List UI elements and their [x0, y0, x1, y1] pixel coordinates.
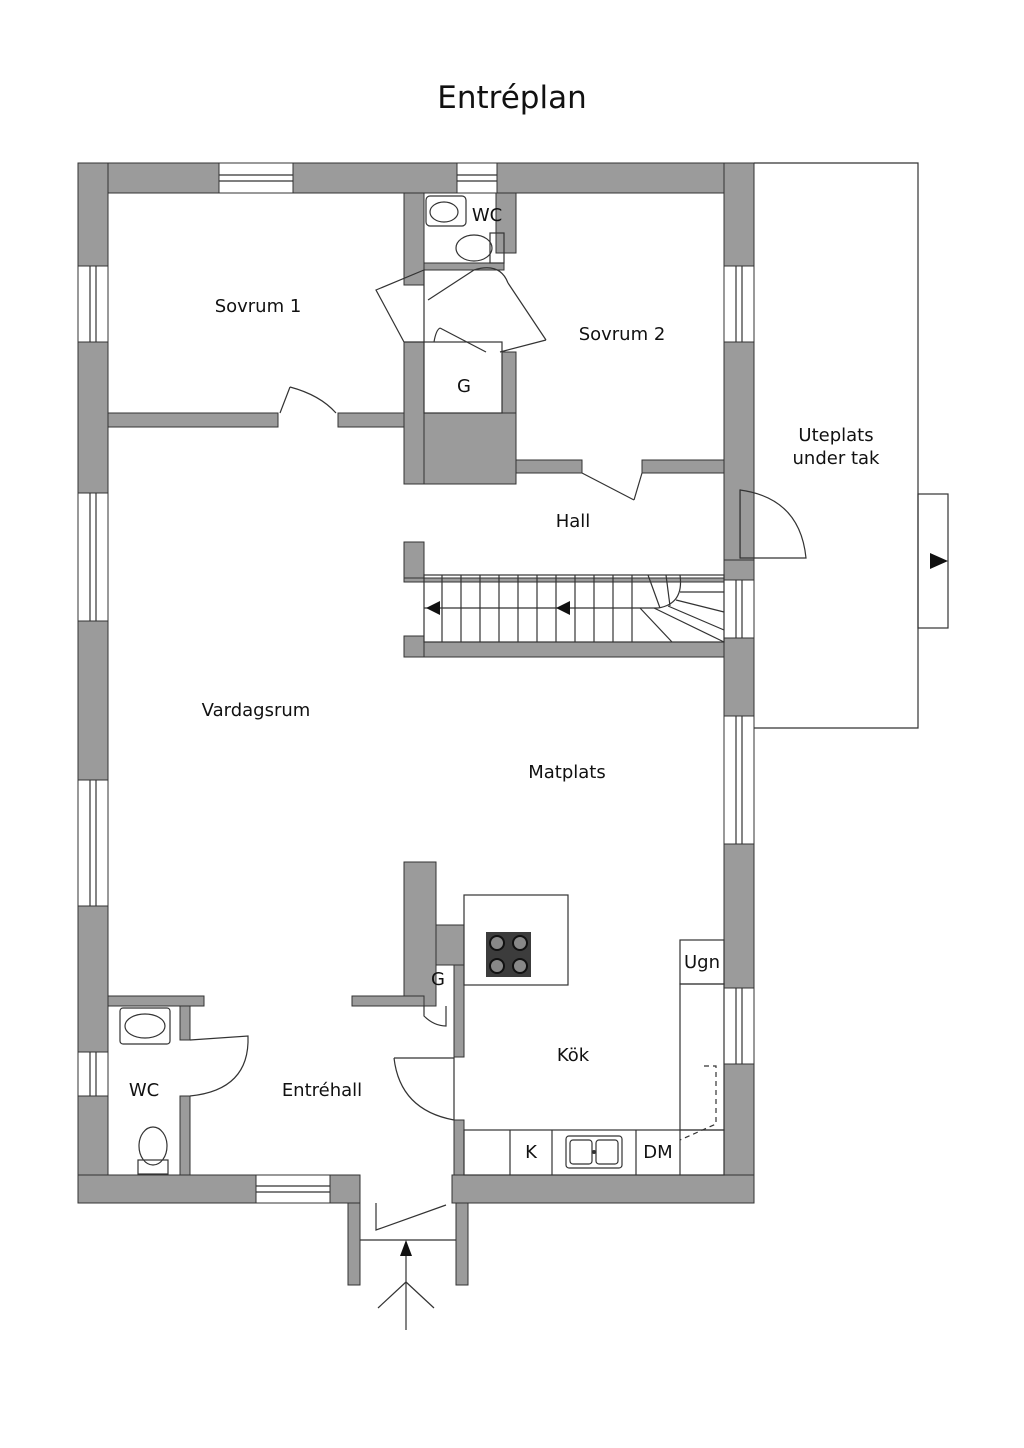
room-label-entrehall: Entréhall [282, 1080, 362, 1101]
outer-walls [77, 162, 755, 1204]
staircase [423, 574, 725, 643]
doors [189, 267, 807, 1241]
room-label-matplats: Matplats [528, 762, 606, 783]
room-label-kok: Kök [557, 1045, 590, 1066]
room-label-sovrum2: Sovrum 2 [579, 324, 666, 345]
room-label-k: K [525, 1142, 538, 1163]
interior-walls [107, 192, 755, 1286]
room-label-uteplats-line1: Uteplats [798, 425, 873, 446]
room-label-g-top: G [457, 376, 471, 397]
room-label-sovrum1: Sovrum 1 [215, 296, 302, 317]
windows [77, 162, 755, 1204]
room-label-ugn: Ugn [684, 952, 720, 973]
room-label-hall: Hall [556, 511, 591, 532]
room-label-wc-top: WC [472, 205, 502, 226]
room-label-dm: DM [643, 1142, 672, 1163]
room-label-wc-bottom: WC [129, 1080, 159, 1101]
room-label-uteplats-line2: under tak [793, 448, 881, 469]
porch-outline [754, 162, 949, 729]
kitchen-island [463, 894, 569, 986]
entrance-arrow [377, 1240, 435, 1330]
room-label-vardagsrum: Vardagsrum [202, 700, 311, 721]
room-label-g-bottom: G [431, 969, 445, 990]
kitchen-counters [463, 939, 725, 1176]
bathroom-fixtures [119, 195, 505, 1175]
floor-plan-title: Entréplan [437, 80, 587, 116]
